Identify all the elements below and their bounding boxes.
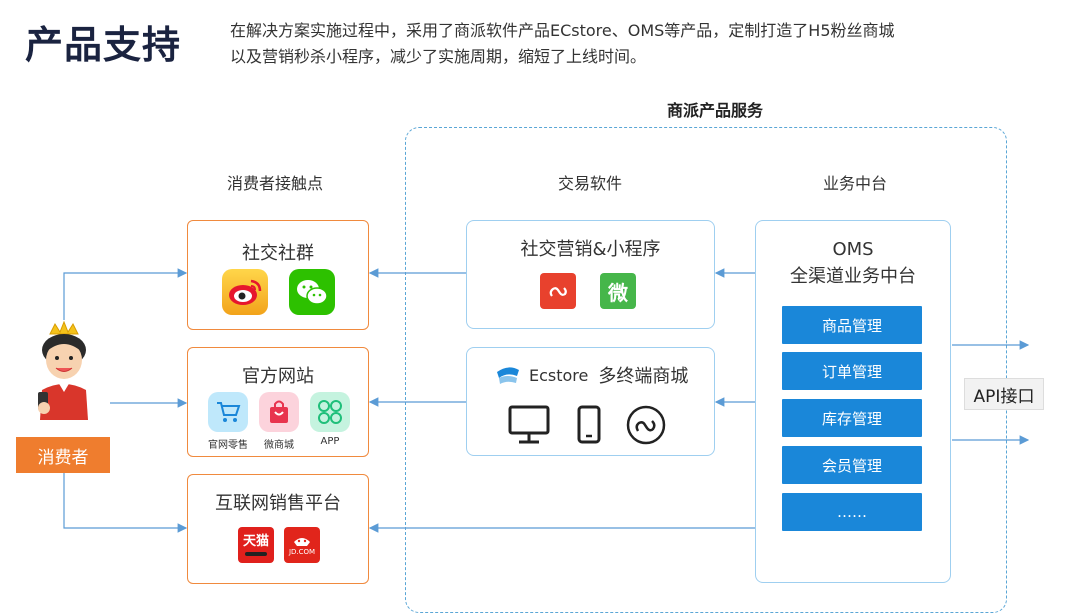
internet-sales-box: 互联网销售平台 天猫 JD.COM [187,474,369,584]
arrow-consumer-internet [63,473,188,533]
wei-icon: 微 [600,273,636,309]
description-line-2: 以及营销秒杀小程序，减少了实施周期，缩短了上线时间。 [230,47,647,66]
oms-module-member: 会员管理 [782,446,922,484]
arrow-consumer-social [63,268,188,320]
column-header-touchpoints: 消费者接触点 [226,174,323,193]
tmall-icon: 天猫 [238,527,274,563]
weibo-icon [222,269,268,315]
social-marketing-title: 社交营销&小程序 [520,239,661,260]
social-marketing-box: 社交营销&小程序 微 [466,220,715,329]
site-label-app: APP [320,436,340,447]
service-group-frame [405,127,1007,613]
desktop-icon [508,405,550,444]
site-label-micro-mall: 微商城 [264,440,294,451]
jd-text: JD.COM [288,548,316,556]
official-site-title: 官方网站 [242,366,314,387]
shopping-bag-icon [259,392,299,432]
social-community-title: 社交社群 [242,243,314,264]
column-header-middle-platform: 业务中台 [822,174,887,193]
page-description: 在解决方案实施过程中，采用了商派软件产品ECstore、OMS等产品，定制打造了… [230,18,1010,70]
ecstore-brand: Ecstore [529,365,589,385]
consumer-label: 消费者 [16,437,110,473]
site-label-retail: 官网零售 [208,440,248,451]
api-interface-label: API接口 [964,378,1044,410]
ecstore-logo-icon [497,367,519,384]
column-header-trade: 交易软件 [557,174,622,193]
oms-module-order: 订单管理 [782,352,922,390]
wechat-icon [289,269,335,315]
ecstore-box: Ecstore 多终端商城 [466,347,715,456]
tmall-text: 天猫 [242,533,269,549]
page-title: 产品支持 [25,23,182,67]
cart-icon [208,392,248,432]
social-community-box: 社交社群 [187,220,369,330]
mini-program-icon [626,405,666,445]
service-group-title: 商派产品服务 [666,101,763,120]
app-grid-icon [310,392,350,432]
description-line-1: 在解决方案实施过程中，采用了商派软件产品ECstore、OMS等产品，定制打造了… [230,21,895,40]
ecstore-header: Ecstore 多终端商城 [495,362,688,388]
ecstore-title: 多终端商城 [598,366,689,387]
internet-sales-title: 互联网销售平台 [215,493,341,514]
mobile-icon [577,405,601,444]
oms-module-inventory: 库存管理 [782,399,922,437]
oms-title: OMS [832,239,874,260]
oms-subtitle: 全渠道业务中台 [790,266,916,287]
mini-program-red-icon [540,273,576,309]
oms-module-more: …… [782,493,922,531]
oms-module-product: 商品管理 [782,306,922,344]
official-site-box: 官方网站 官网零售 微商城 APP [187,347,369,457]
consumer-avatar [38,320,88,420]
jd-icon: JD.COM [284,527,320,563]
